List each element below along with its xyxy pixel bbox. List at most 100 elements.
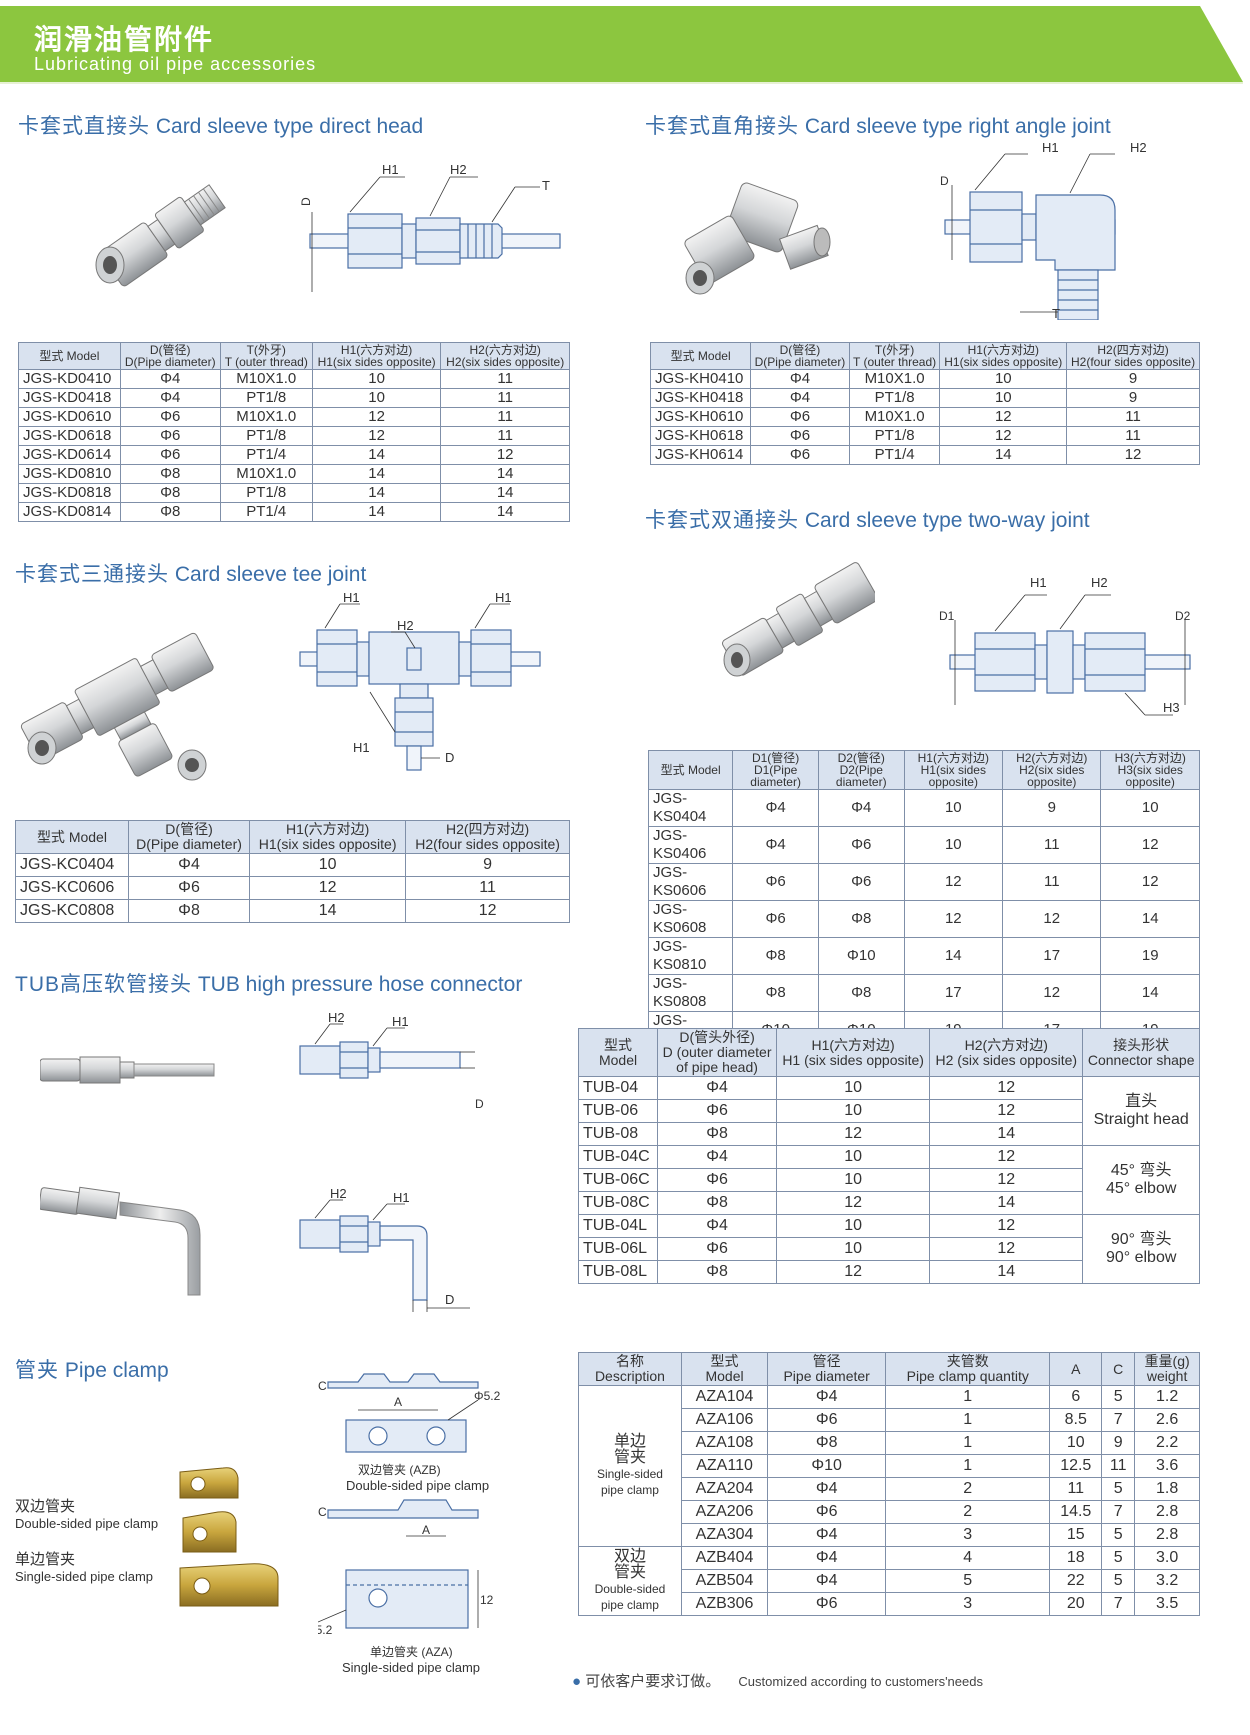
kc-header-cell: H1(六方对边)H1(six sides opposite) [249,820,407,854]
kd-cell: JGS-KD0814 [18,502,121,522]
kd-header-text: D(Pipe diameter) [124,355,216,369]
clamp-cell: 14.5 [1049,1500,1103,1524]
ks-cell: Φ10 [817,937,905,975]
clamp-cell: 3.2 [1134,1569,1200,1593]
kc-dim-d: D [445,750,454,765]
tub-cell: 12 [929,1168,1084,1192]
page-title: 润滑油管附件 [34,24,215,55]
kh-cell: 11 [1066,426,1200,446]
tub-shape-text: 直头 [1125,1093,1158,1110]
kh-cell: PT1/8 [848,388,941,408]
tub-cell: TUB-08 [577,1122,659,1146]
ks-cell: 14 [1100,974,1200,1012]
clamp-header-text: 型式 [710,1353,739,1369]
tub-cell: TUB-04 [577,1076,659,1100]
ks-cell: Φ8 [817,974,905,1012]
kc-header-text: H1(六方对边) [286,821,370,837]
custom-note-en: Customized according to customers'needs [738,1674,983,1689]
aza-dim-c: C [318,1505,327,1519]
clamp-header-cell: 重量(g)weight [1134,1352,1200,1386]
double-clamp-cn: 双边管夹 [15,1498,76,1515]
clamp-header-cell: A [1049,1352,1103,1386]
tub-header-text: D(管头外径) [679,1029,755,1045]
ks-dim-d1: D1 [939,609,955,623]
clamp-cell: Φ8 [767,1431,887,1455]
kh-cell: 10 [939,369,1068,389]
clamp-cell: Φ4 [767,1523,887,1547]
ks-cell: 10 [903,826,1004,864]
clamp-cell: Φ6 [767,1408,887,1432]
kh-header-text: H1(六方对边) [967,343,1039,357]
clamp-title: 管夹 Pipe clamp [15,1354,169,1384]
ks-cell: JGS-KS0404 [647,789,734,827]
kh-cell: M10X1.0 [848,369,941,389]
clamp-cell: 2 [885,1477,1051,1501]
clamp-group-text: 管夹 [613,1564,646,1581]
clamp-cell: 5 [1101,1569,1136,1593]
ks-cell: Φ4 [732,789,819,827]
kc-cell: 12 [249,876,407,900]
kh-cell: 10 [939,388,1068,408]
kc-dim-h2: H2 [397,618,414,633]
ks-dim-h3: H3 [1163,700,1180,715]
kd-cell: 10 [311,388,442,408]
tub-shape-text: 45° elbow [1105,1180,1177,1197]
aza-dim-12: 12 [480,1593,494,1607]
tub-header-cell: H2(六方对边)H2 (six sides opposite) [929,1028,1084,1077]
ks-photo [722,562,875,677]
kh-cell: PT1/4 [848,445,941,465]
ks-cell: 9 [1002,789,1102,827]
kh-cell: 12 [939,407,1068,427]
kh-header-cell: 型式 Model [649,342,752,370]
ks-cell: Φ8 [817,900,905,938]
clamp-cell: AZB504 [680,1569,769,1593]
clamp-group-text: pipe clamp [600,1598,659,1612]
azb-cn: 双边管夹 (AZB) [358,1462,441,1477]
clamp-group-text: Double-sided [594,1582,666,1596]
ks-header-cell: H1(六方对边)H1(six sides opposite) [903,750,1004,790]
kh-title: 卡套式直角接头 Card sleeve type right angle joi… [645,110,1111,140]
kd-header-cell: D(管径)D(Pipe diameter) [119,342,221,370]
tub-cell: 12 [776,1260,931,1284]
kd-cell: Φ8 [119,483,221,503]
tub-header-text: H1(六方对边) [811,1036,895,1053]
kc-header-text: 型式 Model [36,828,107,845]
tub-straight-photo [40,1056,215,1084]
clamp-cell: Φ6 [767,1592,887,1616]
kd-cell: 10 [311,369,442,389]
tub-cell: 10 [776,1076,931,1100]
clamp-cell: 7 [1101,1408,1136,1432]
kd-cell: M10X1.0 [219,369,313,389]
kh-header-text: D(管径) [779,343,821,357]
custom-note: ● 可依客户要求订做。 Customized according to cust… [572,1673,983,1690]
clamp-cell: 2.6 [1134,1408,1200,1432]
kc-cell: Φ8 [127,899,251,923]
ks-cell: 11 [1002,826,1102,864]
clamp-group-text: 单边 [613,1433,646,1450]
clamp-cell: 7 [1101,1592,1136,1616]
ks-title-en: Card sleeve type two-way joint [804,509,1090,532]
ks-cell: Φ6 [732,863,819,901]
ks-cell: Φ4 [732,826,819,864]
kh-title-cn: 卡套式直角接头 [645,115,799,138]
kc-cell: Φ4 [127,853,251,877]
azb-dim-a: A [394,1395,402,1409]
kh-cell: JGS-KH0614 [649,445,752,465]
kc-title: 卡套式三通接头 Card sleeve tee joint [15,558,366,588]
kc-cell: 12 [405,899,570,923]
